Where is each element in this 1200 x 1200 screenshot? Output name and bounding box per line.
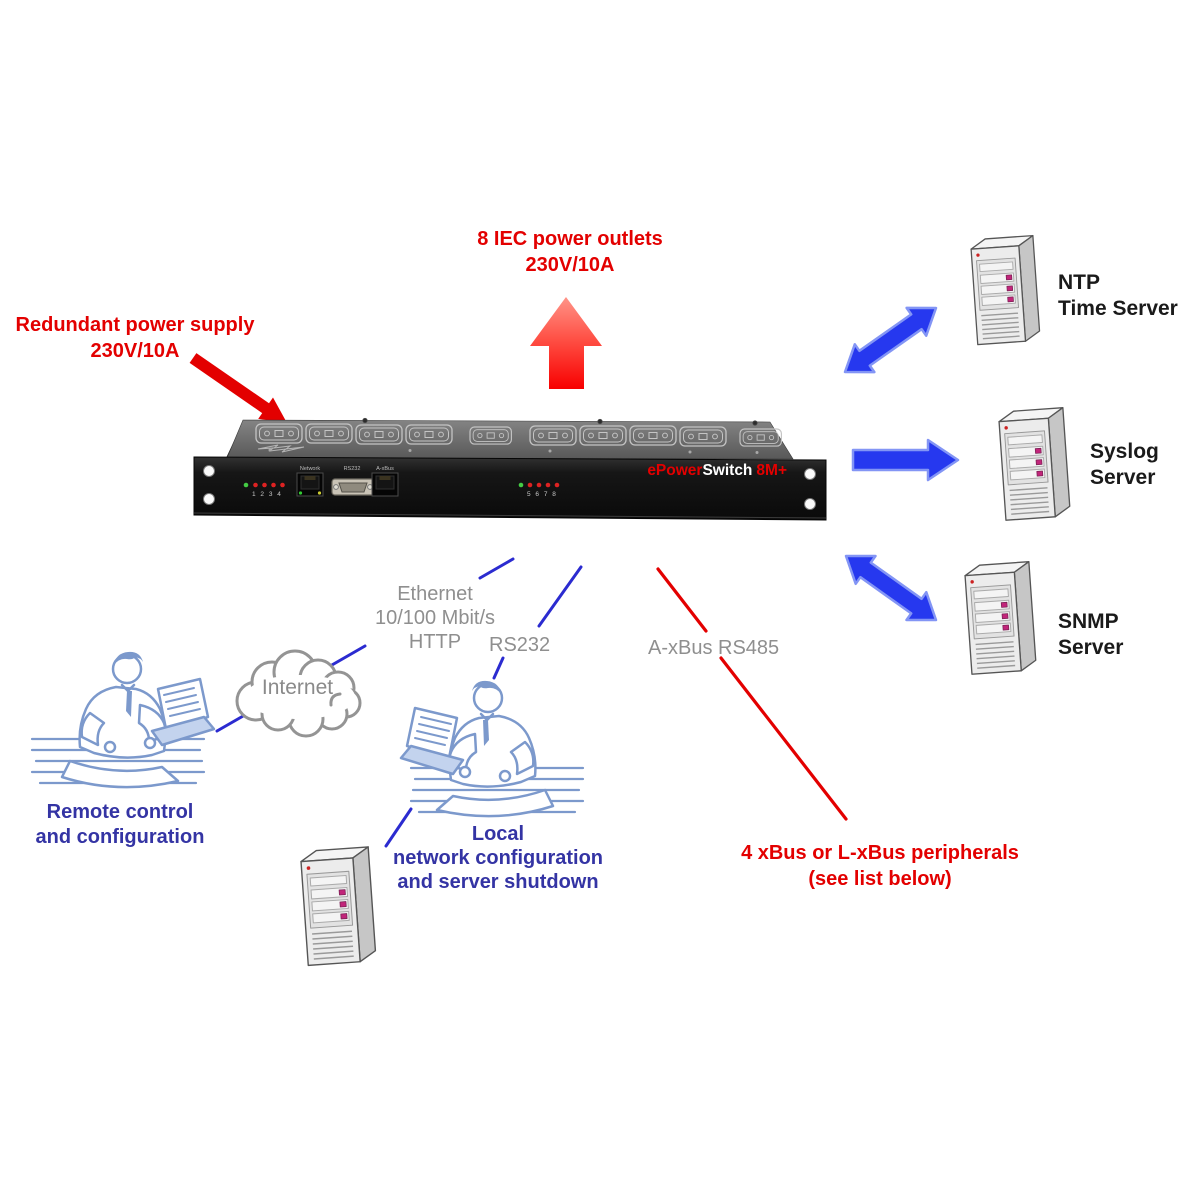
- line-user-to-server: [384, 807, 413, 848]
- line-axbus-device: [656, 567, 708, 633]
- ethernet-link-label: Ethernet 10/100 Mbit/s HTTP: [355, 582, 515, 654]
- redundant-power-line1: Redundant power supply: [15, 314, 255, 336]
- remote-control-caption: Remote control and configuration: [15, 800, 225, 850]
- arrow-iec-outlets: [530, 297, 602, 389]
- line-axbus-peripherals: [719, 656, 848, 821]
- device-top-face: [226, 419, 794, 460]
- syslog-line1: Syslog: [1090, 440, 1159, 463]
- internet-label: Internet: [261, 676, 334, 699]
- ntp-server-label: NTP Time Server: [1058, 270, 1178, 322]
- rs232-port-label: RS232: [344, 466, 361, 472]
- local-line3: and server shutdown: [397, 871, 599, 893]
- rs232-link-label: RS232: [489, 634, 551, 656]
- rs232-port: RS232: [331, 466, 375, 496]
- local-line2: network configuration: [393, 847, 603, 869]
- xbus-line1: 4 xBus or L-xBus peripherals: [741, 842, 1019, 864]
- syslog-server-label: Syslog Server: [1090, 439, 1159, 491]
- remote-line1: Remote control: [46, 801, 194, 823]
- remote-line2: and configuration: [35, 826, 205, 848]
- device-leds-right: 5 6 7 8: [518, 482, 560, 498]
- xbus-peripherals-caption: 4 xBus or L-xBus peripherals (see list b…: [735, 840, 1025, 892]
- syslog-server-icon: [997, 406, 1072, 521]
- arrow-ntp-bidirectional: [843, 306, 938, 374]
- network-port-label: Network: [300, 466, 320, 472]
- brand-epower: ePower: [647, 462, 702, 479]
- remote-user-illustration: [30, 650, 216, 789]
- snmp-server-icon: [963, 560, 1038, 675]
- line-rs232-device: [537, 565, 583, 628]
- epowerswitch-device: 1 2 3 4 Network RS232 A-xBus: [193, 417, 827, 521]
- brand-switch: Switch: [702, 462, 752, 479]
- iec-outlets-line1: 8 IEC power outlets: [477, 228, 663, 250]
- local-server-icon: [299, 846, 377, 967]
- rack-ear-holes: [203, 465, 816, 510]
- snmp-server-label: SNMP Server: [1058, 609, 1123, 661]
- local-line1: Local: [471, 823, 525, 845]
- snmp-line1: SNMP: [1058, 610, 1119, 633]
- arrow-snmp-bidirectional: [844, 554, 938, 622]
- redundant-power-line2: 230V/10A: [90, 340, 180, 362]
- local-user-illustration: [399, 679, 585, 818]
- snmp-line2: Server: [1058, 636, 1124, 659]
- line-rs232-user: [492, 656, 505, 680]
- device-leds-left: 1 2 3 4: [243, 482, 285, 498]
- network-port: Network: [296, 466, 324, 497]
- axbus-port: A-xBus: [371, 466, 399, 497]
- brand-8mplus: 8M+: [756, 462, 787, 479]
- iec-outlets-label: 8 IEC power outlets 230V/10A: [420, 226, 720, 278]
- ntp-line1: NTP: [1058, 271, 1100, 294]
- device-led-numbers-left: 1 2 3 4: [252, 491, 282, 498]
- axbus-link-label: A-xBus RS485: [648, 637, 780, 659]
- local-config-caption: Local network configuration and server s…: [378, 822, 618, 894]
- axbus-port-label: A-xBus: [376, 466, 394, 472]
- xbus-line2: (see list below): [808, 868, 952, 890]
- ntp-line2: Time Server: [1058, 297, 1178, 320]
- device-front-panel: [193, 456, 827, 521]
- ntp-server-icon: [969, 234, 1041, 346]
- blue-arrows: [843, 306, 960, 622]
- internet-cloud: [235, 649, 362, 738]
- arrow-syslog: [851, 438, 960, 482]
- line-ethernet-cloud-to-device: [478, 557, 515, 580]
- redundant-power-label: Redundant power supply 230V/10A: [10, 312, 260, 364]
- iec-outlets-line2: 230V/10A: [525, 254, 615, 276]
- arrow-redundant-power: [189, 353, 287, 423]
- ethernet-line1: Ethernet: [397, 583, 473, 605]
- syslog-line2: Server: [1090, 466, 1156, 489]
- device-led-numbers-right: 5 6 7 8: [527, 491, 557, 498]
- ethernet-line2: 10/100 Mbit/s: [374, 607, 496, 629]
- ethernet-line3: HTTP: [408, 631, 462, 653]
